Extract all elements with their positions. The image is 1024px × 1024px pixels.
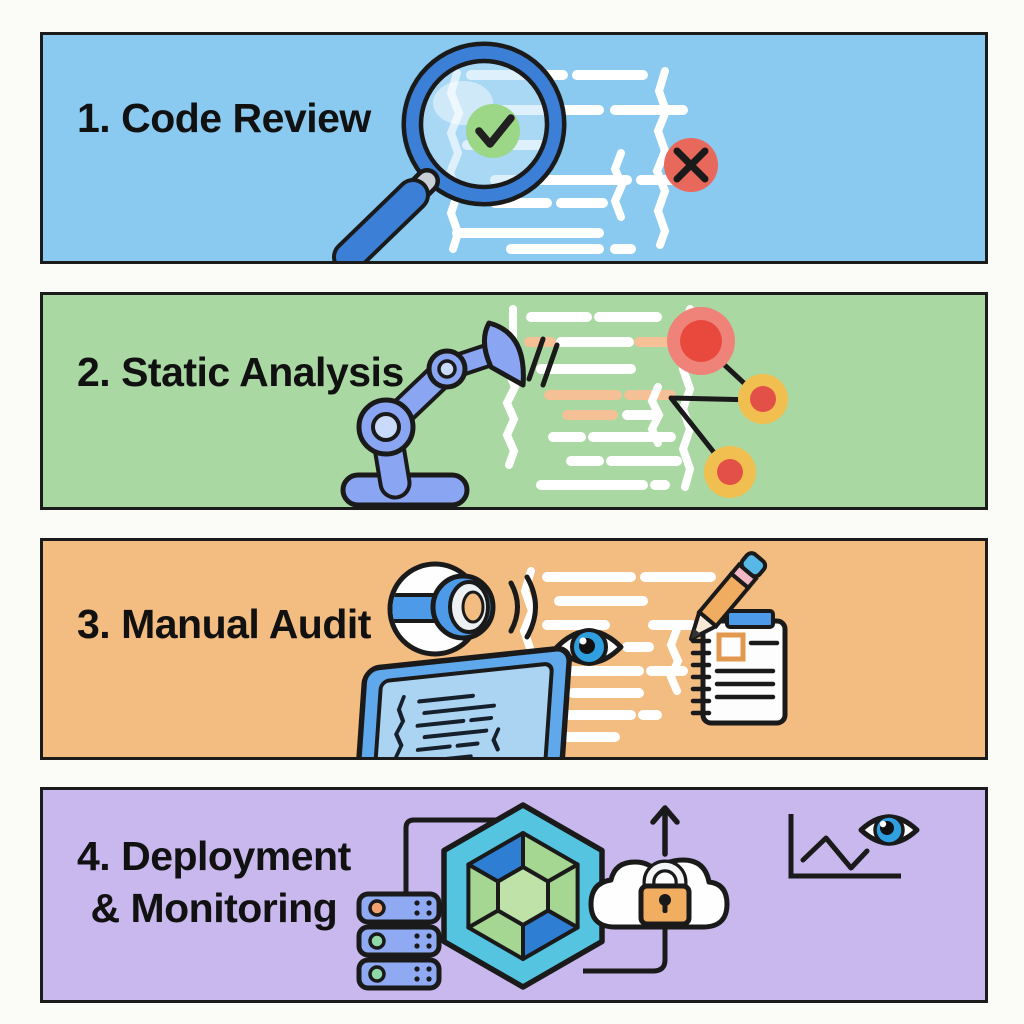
- step-3-art: [354, 551, 788, 757]
- package-hexagon-icon: [441, 802, 605, 990]
- step-4-title-line2: & Monitoring: [90, 885, 338, 932]
- robot-arm-icon: [340, 320, 560, 507]
- status-led-green: [368, 965, 386, 983]
- cloud-lock-icon: [588, 857, 730, 930]
- step-4-art: [356, 802, 920, 991]
- tablet-code-lines: [393, 693, 501, 757]
- checkbox: [716, 632, 746, 662]
- pencil-icon: [689, 551, 768, 641]
- step-2-panel: 2. Static Analysis: [40, 292, 988, 510]
- monitoring-chart-icon: [788, 814, 901, 879]
- auditor-camera-icon: [387, 561, 538, 657]
- signal-waves: [508, 574, 538, 640]
- step-4-panel: 4. Deployment & Monitoring: [40, 787, 988, 1003]
- pass-check-icon: [466, 104, 520, 158]
- step-4-title: 4. Deployment & Monitoring: [77, 830, 351, 935]
- step-2-title: 2. Static Analysis: [77, 349, 404, 395]
- issue-node-red: [667, 307, 735, 375]
- step-2-art: [340, 305, 788, 507]
- magnifying-glass-icon: [332, 41, 567, 261]
- step-1-panel: 1. Code Review: [40, 32, 988, 264]
- eye-icon: [858, 814, 920, 846]
- scan-beam-marks: [526, 336, 560, 388]
- step-4-title-line1: 4. Deployment: [77, 833, 351, 879]
- server-vent-dots: [414, 900, 432, 982]
- issue-graph: [667, 307, 788, 498]
- connector-lines: [403, 817, 668, 974]
- step-3-panel: 3. Manual Audit: [40, 538, 988, 760]
- status-led-green: [368, 932, 386, 950]
- spiral-binding: [690, 638, 712, 716]
- eye-icon: [554, 628, 624, 666]
- code-lines: [502, 305, 696, 491]
- status-led-orange: [368, 899, 386, 917]
- tablet-icon: [354, 645, 572, 757]
- server-stack-icon: [356, 891, 442, 991]
- step-1-title: 1. Code Review: [77, 95, 371, 141]
- step-1-art: [332, 41, 718, 261]
- upload-arrow-icon: [650, 805, 680, 857]
- fail-x-icon: [664, 138, 718, 192]
- issue-node-yellow: [738, 374, 788, 424]
- notepad-icon: [690, 609, 788, 726]
- step-3-title: 3. Manual Audit: [77, 601, 371, 647]
- issue-node-yellow: [704, 446, 756, 498]
